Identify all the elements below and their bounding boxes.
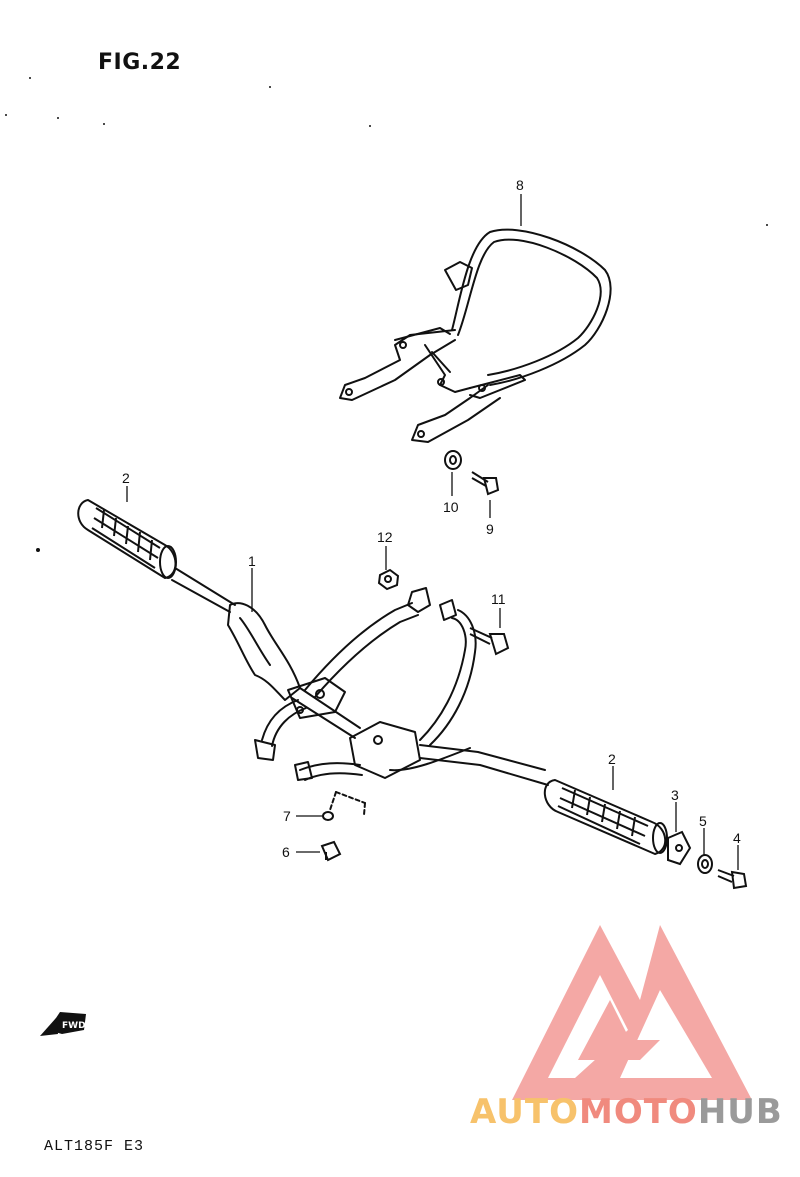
- callout-1: 1: [248, 553, 256, 569]
- watermark-brand-text: AUTOMOTOHUB: [470, 1092, 783, 1132]
- callout-5: 5: [699, 813, 707, 829]
- callout-2-right: 2: [608, 751, 616, 767]
- part-6-bolt: [320, 840, 342, 862]
- callout-12: 12: [377, 529, 393, 545]
- scan-specks: [5, 77, 768, 552]
- fwd-arrow-icon: FWD: [40, 1012, 86, 1036]
- part-1-footrest-bar: [171, 567, 549, 816]
- callout-11: 11: [491, 591, 506, 607]
- callout-7: 7: [283, 808, 291, 824]
- watermark-logo: [512, 925, 752, 1100]
- part-3-spacer: [667, 830, 692, 866]
- callout-4: 4: [733, 830, 741, 846]
- part-8-grab-bar: [339, 228, 612, 443]
- part-2-left-footpeg: [77, 499, 177, 579]
- callout-9: 9: [486, 521, 494, 537]
- model-code: ALT185F E3: [44, 1138, 145, 1155]
- callout-10: 10: [443, 499, 459, 515]
- part-2-right-footpeg: [543, 779, 668, 855]
- fwd-label: FWD: [62, 1021, 86, 1031]
- part-10-washer: [444, 450, 462, 470]
- part-5-washer: [697, 854, 713, 874]
- figure-title: FIG.22: [98, 50, 182, 75]
- brand-hub: HUB: [697, 1092, 783, 1132]
- callout-8: 8: [516, 177, 524, 193]
- part-4-bolt: [717, 869, 748, 890]
- part-7-washer: [322, 811, 334, 821]
- leader-lines: [126, 194, 739, 870]
- part-9-bolt: [471, 471, 500, 496]
- callout-3: 3: [671, 787, 679, 803]
- brand-moto: MOTO: [578, 1092, 698, 1132]
- callout-2-left: 2: [122, 470, 130, 486]
- callout-6: 6: [282, 844, 290, 860]
- callout-labels: 1 2 2 3 4 5 6 7 8 9 10 11 12: [122, 177, 741, 860]
- part-12-nut: [377, 568, 400, 591]
- brand-auto: AUTO: [470, 1092, 579, 1132]
